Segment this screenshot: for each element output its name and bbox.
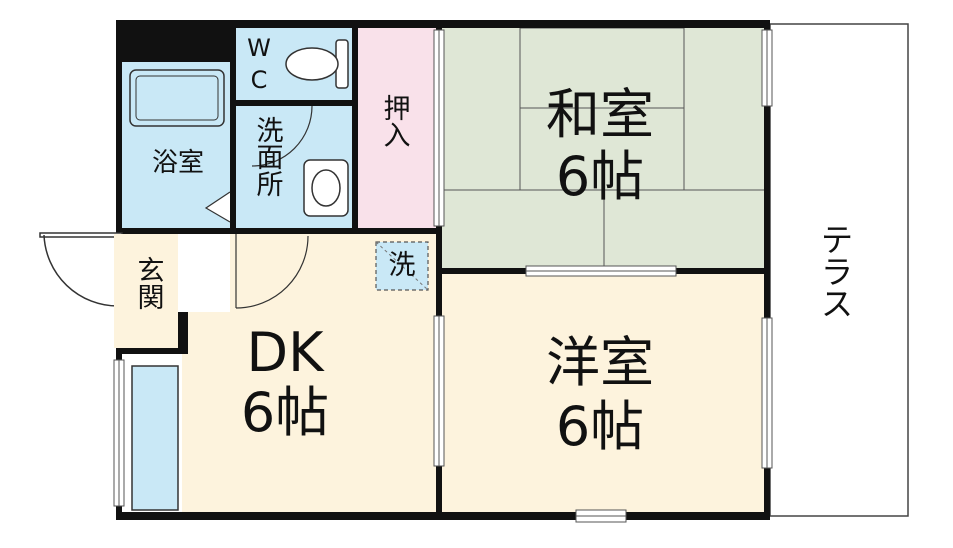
bath-door-triangle <box>204 191 231 223</box>
window-lines <box>118 30 768 517</box>
youshitsu-name: 洋室 <box>546 331 654 394</box>
wc-label: W C <box>247 34 271 94</box>
washer-space <box>375 241 429 291</box>
entrance-opening <box>114 234 124 348</box>
washer-label: 洗 <box>388 250 416 281</box>
terrace-area <box>769 23 909 517</box>
closet-label: 押 入 <box>383 94 411 152</box>
washitsu-fill <box>442 28 764 268</box>
youshitsu-fill <box>442 274 764 512</box>
dk-size: 6帖 <box>240 381 330 444</box>
bathtub <box>129 69 225 127</box>
closet-fill <box>358 28 436 228</box>
bath-label: 浴室 <box>151 148 204 178</box>
dk-fill <box>122 234 436 512</box>
shoe-cabinet <box>131 365 179 511</box>
wash-basin <box>303 159 349 217</box>
washroom-label: 洗 面 所 <box>256 116 284 201</box>
washroom-door-arc <box>251 105 313 167</box>
entrance-fill <box>122 234 178 348</box>
washitsu-size: 6帖 <box>555 145 645 208</box>
toilet <box>285 39 349 89</box>
dk-name: DK <box>246 321 324 384</box>
washitsu-name: 和室 <box>546 83 654 146</box>
entrance-label: 玄 関 <box>137 256 165 314</box>
entrance-door <box>39 232 123 307</box>
terrace-label: テ ラ ス <box>820 221 853 323</box>
youshitsu-size: 6帖 <box>555 395 645 458</box>
dk-door-arc <box>235 235 309 309</box>
